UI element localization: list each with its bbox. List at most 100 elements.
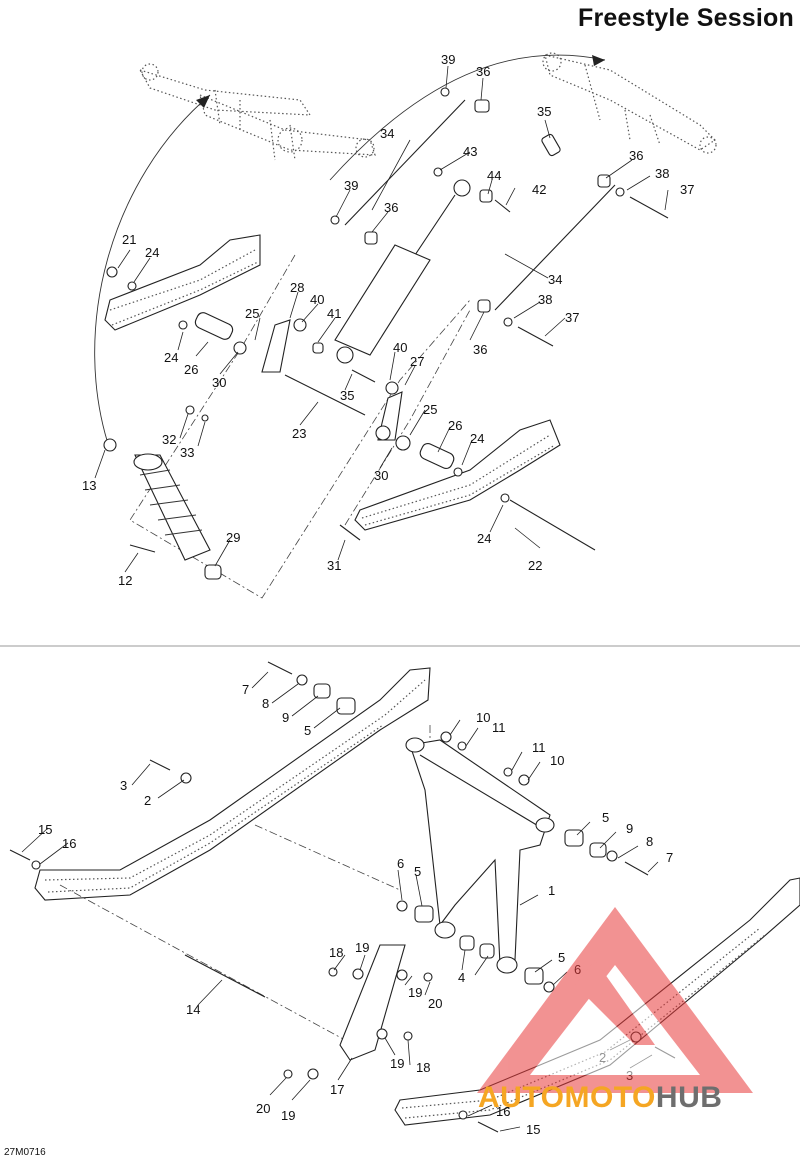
leader-lines-upper (94, 65, 669, 573)
callout-upper: 26 (448, 418, 462, 433)
front-arm-1 (405, 737, 555, 974)
callout-lower: 18 (329, 945, 343, 960)
callout-lower: 4 (458, 970, 465, 985)
callout-lower: 7 (666, 850, 673, 865)
callout-lower: 19 (355, 940, 369, 955)
callout-upper: 36 (384, 200, 398, 215)
callout-upper: 40 (310, 292, 324, 307)
callout-upper: 25 (245, 306, 259, 321)
callout-upper: 35 (340, 388, 354, 403)
arm-28 (261, 319, 291, 373)
link-17 (339, 944, 406, 1061)
callout-upper: 26 (184, 362, 198, 377)
callout-lower: 19 (281, 1108, 295, 1123)
spacer-26-right (419, 442, 455, 470)
callout-lower: 8 (646, 834, 653, 849)
hardware-upper (106, 87, 669, 541)
assembly-dashline-1 (129, 254, 471, 599)
automotohub-logo-icon (477, 907, 753, 1093)
callout-upper: 36 (476, 64, 490, 79)
arc-arrow-left (196, 95, 210, 108)
callout-lower: 11 (532, 740, 546, 755)
callout-upper: 29 (226, 530, 240, 545)
callout-lower: 6 (397, 856, 404, 871)
callout-upper: 36 (629, 148, 643, 163)
callout-upper: 24 (145, 245, 159, 260)
callout-lower: 15 (526, 1122, 540, 1137)
callout-lower: 10 (476, 710, 490, 725)
callout-upper: 22 (528, 558, 542, 573)
assembly-dashline-2 (344, 309, 471, 526)
rod-34-left (344, 99, 466, 226)
slide-rail-lower-left (34, 667, 431, 901)
axle-22 (509, 499, 596, 551)
callout-upper: 38 (538, 292, 552, 307)
callout-lower: 17 (330, 1082, 344, 1097)
shock-absorber-upper (334, 179, 471, 364)
page-title: Freestyle Session (577, 4, 794, 32)
callout-upper: 28 (290, 280, 304, 295)
watermark-text-part2: HUB (655, 1081, 723, 1114)
callout-upper: 36 (473, 342, 487, 357)
callout-upper: 27 (410, 354, 424, 369)
callout-lower: 15 (38, 822, 52, 837)
callout-upper: 24 (164, 350, 178, 365)
callout-upper: 37 (565, 310, 579, 325)
callout-lower: 20 (256, 1101, 270, 1116)
callout-upper: 30 (212, 375, 226, 390)
callout-upper: 25 (423, 402, 437, 417)
callout-upper: 42 (532, 182, 546, 197)
callout-lower: 11 (492, 720, 506, 735)
callout-lower: 19 (390, 1056, 404, 1071)
slide-rail-upper-left (104, 234, 261, 331)
leader-lines-lower (21, 671, 659, 1132)
callout-upper: 40 (393, 340, 407, 355)
callout-upper: 21 (122, 232, 136, 247)
callout-upper: 44 (487, 168, 501, 183)
callout-upper: 43 (463, 144, 477, 159)
arc-arrow-right (592, 55, 605, 66)
callout-upper: 38 (655, 166, 669, 181)
callout-upper: 33 (180, 445, 194, 460)
callout-lower: 19 (408, 985, 422, 1000)
callout-lower: 8 (262, 696, 269, 711)
axle-23 (284, 374, 366, 416)
callout-upper: 12 (118, 573, 132, 588)
callout-upper: 35 (537, 104, 551, 119)
callout-lower: 1 (548, 883, 555, 898)
callout-upper: 32 (162, 432, 176, 447)
callout-lower: 18 (416, 1060, 430, 1075)
logo-mountain (575, 960, 655, 1045)
callout-upper: 34 (380, 126, 394, 141)
callout-lower: 14 (186, 1002, 200, 1017)
frame-left-ghost (138, 63, 376, 161)
callout-lower: 9 (282, 710, 289, 725)
callout-lower: 5 (414, 864, 421, 879)
callout-lower: 7 (242, 682, 249, 697)
callout-lower: 16 (496, 1104, 510, 1119)
callout-upper: 24 (470, 431, 484, 446)
callout-upper: 24 (477, 531, 491, 546)
rod-34-right (494, 184, 616, 311)
callout-upper: 37 (680, 182, 694, 197)
callout-upper: 30 (374, 468, 388, 483)
frame-right-ghost (542, 52, 717, 154)
lower-assembly (9, 661, 800, 1133)
coilover-shock (103, 438, 222, 580)
spacer-26-left (194, 312, 234, 340)
callout-upper: 41 (327, 306, 341, 321)
callout-lower: 9 (626, 821, 633, 836)
callout-lower: 2 (144, 793, 151, 808)
callout-lower: 5 (602, 810, 609, 825)
watermark-text-part1: AUTOMOTO (478, 1081, 656, 1114)
callout-lower: 5 (304, 723, 311, 738)
drawing-code: 27M0716 (4, 1147, 46, 1158)
callout-upper: 13 (82, 478, 96, 493)
callout-upper: 39 (344, 178, 358, 193)
callout-upper: 23 (292, 426, 306, 441)
arc-leader-left (94, 94, 211, 451)
callout-upper: 39 (441, 52, 455, 67)
callout-lower: 5 (558, 950, 565, 965)
callout-lower: 20 (428, 996, 442, 1011)
